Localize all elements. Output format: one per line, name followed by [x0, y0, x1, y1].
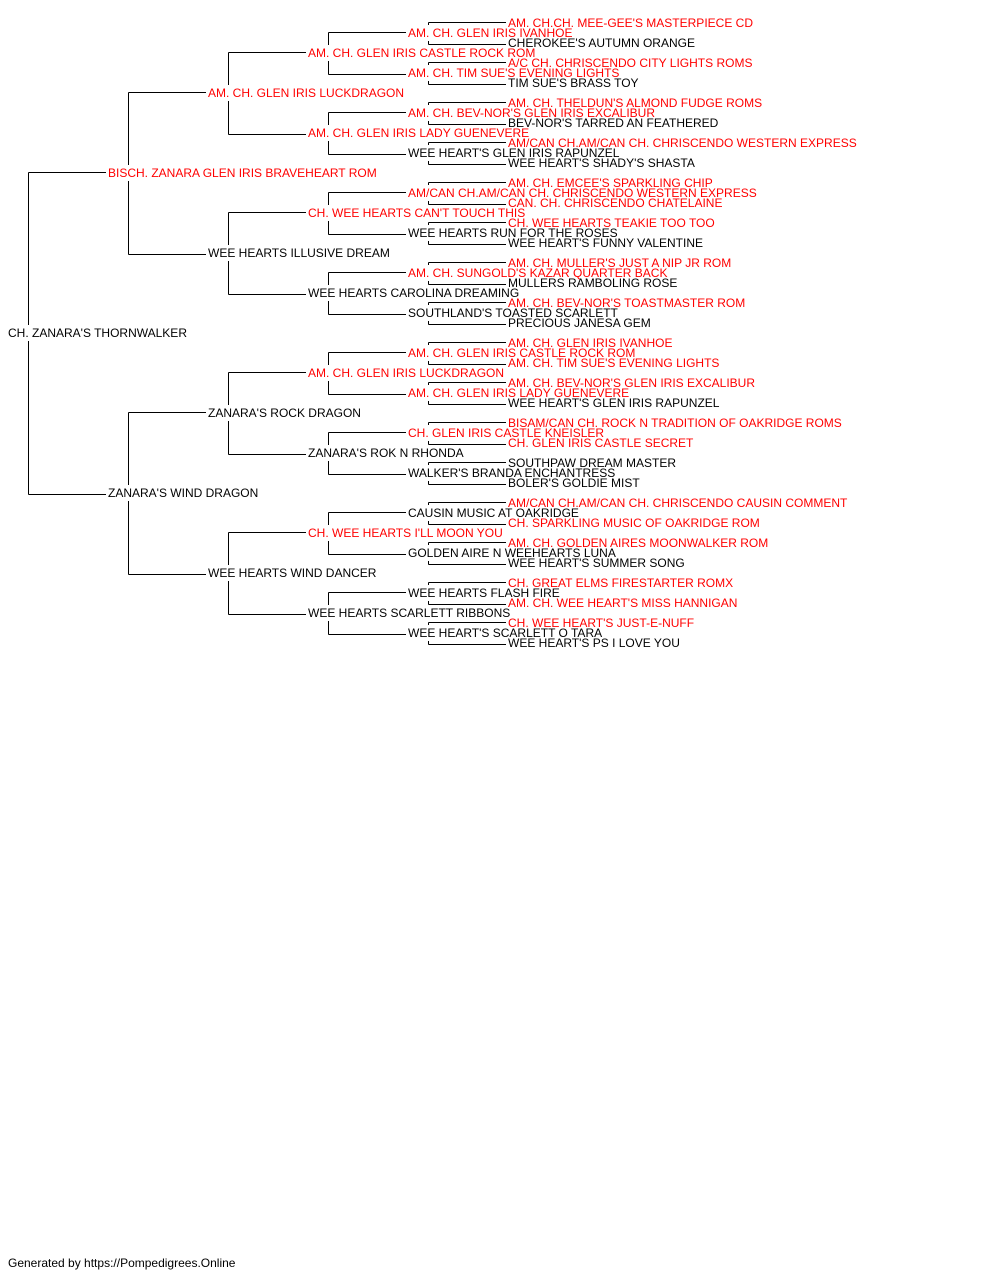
dog-name-gen-1: BISCH. ZANARA GLEN IRIS BRAVEHEART ROM: [108, 166, 377, 180]
dog-name-gen-5: CH. SPARKLING MUSIC OF OAKRIDGE ROM: [508, 516, 760, 530]
dog-name-gen-2: AM. CH. GLEN IRIS LUCKDRAGON: [208, 86, 404, 100]
dog-name-gen-5: A/C CH. CHRISCENDO CITY LIGHTS ROMS: [508, 56, 752, 70]
dog-name-gen-5: AM/CAN CH.AM/CAN CH. CHRISCENDO CAUSIN C…: [508, 496, 848, 510]
dog-name-gen-3: AM. CH. GLEN IRIS CASTLE ROCK ROM: [308, 46, 535, 60]
dog-name-gen-3: WEE HEARTS SCARLETT RIBBONS: [308, 606, 510, 620]
dog-name-gen-4: AM. CH. SUNGOLD'S KAZAR QUARTER BACK: [408, 266, 667, 280]
dog-name-gen-5: CH. WEE HEART'S JUST-E-NUFF: [508, 616, 694, 630]
dog-name-gen-4: AM. CH. GLEN IRIS LADY GUENEVERE: [408, 386, 629, 400]
dog-name-gen-5: WEE HEART'S GLEN IRIS RAPUNZEL: [508, 396, 720, 410]
dog-name-gen-5: SOUTHPAW DREAM MASTER: [508, 456, 676, 470]
dog-name-gen-2: WEE HEARTS ILLUSIVE DREAM: [208, 246, 390, 260]
dog-name-gen-5: PRECIOUS JANESA GEM: [508, 316, 651, 330]
dog-name-gen-0: CH. ZANARA'S THORNWALKER: [8, 326, 187, 340]
dog-name-gen-5: TIM SUE'S BRASS TOY: [508, 76, 639, 90]
dog-name-gen-4: AM. CH. GLEN IRIS CASTLE ROCK ROM: [408, 346, 635, 360]
dog-name-gen-4: WEE HEART'S GLEN IRIS RAPUNZEL: [408, 146, 620, 160]
dog-name-gen-3: AM. CH. GLEN IRIS LUCKDRAGON: [308, 366, 504, 380]
dog-name-gen-5: CH. WEE HEARTS TEAKIE TOO TOO: [508, 216, 715, 230]
dog-name-gen-5: AM/CAN CH.AM/CAN CH. CHRISCENDO WESTERN …: [508, 136, 857, 150]
dog-name-gen-5: BOLER'S GOLDIE MIST: [508, 476, 640, 490]
dog-name-gen-4: AM. CH. GLEN IRIS IVANHOE: [408, 26, 572, 40]
dog-name-gen-5: WEE HEART'S PS I LOVE YOU: [508, 636, 680, 650]
dog-name-gen-2: WEE HEARTS WIND DANCER: [208, 566, 377, 580]
dog-name-gen-5: AM. CH. THELDUN'S ALMOND FUDGE ROMS: [508, 96, 762, 110]
dog-name-gen-5: AM. CH. BEV-NOR'S TOASTMASTER ROM: [508, 296, 745, 310]
dog-name-gen-4: CAUSIN MUSIC AT OAKRIDGE: [408, 506, 579, 520]
dog-name-gen-5: AM. CH. WEE HEART'S MISS HANNIGAN: [508, 596, 737, 610]
dog-name-gen-5: BISAM/CAN CH. ROCK N TRADITION OF OAKRID…: [508, 416, 842, 430]
dog-name-gen-5: CH. GLEN IRIS CASTLE SECRET: [508, 436, 694, 450]
dog-name-gen-5: AM. CH. TIM SUE'S EVENING LIGHTS: [508, 356, 719, 370]
dog-name-gen-4: WEE HEARTS RUN FOR THE ROSES: [408, 226, 618, 240]
dog-name-gen-3: AM. CH. GLEN IRIS LADY GUENEVERE: [308, 126, 529, 140]
dog-name-gen-4: WALKER'S BRANDA ENCHANTRESS: [408, 466, 615, 480]
dog-name-gen-5: AM. CH. GOLDEN AIRES MOONWALKER ROM: [508, 536, 768, 550]
dog-name-gen-4: AM. CH. TIM SUE'S EVENING LIGHTS: [408, 66, 619, 80]
dog-name-gen-5: AM. CH. EMCEE'S SPARKLING CHIP: [508, 176, 713, 190]
dog-name-gen-3: CH. WEE HEARTS CAN'T TOUCH THIS: [308, 206, 525, 220]
dog-name-gen-3: CH. WEE HEARTS I'LL MOON YOU: [308, 526, 503, 540]
dog-name-gen-4: AM/CAN CH.AM/CAN CH. CHRISCENDO WESTERN …: [408, 186, 757, 200]
dog-name-gen-5: AM. CH. GLEN IRIS IVANHOE: [508, 336, 672, 350]
dog-name-gen-5: BEV-NOR'S TARRED AN FEATHERED: [508, 116, 719, 130]
dog-name-gen-5: CAN. CH. CHRISCENDO CHATELAINE: [508, 196, 722, 210]
dog-name-gen-5: WEE HEART'S FUNNY VALENTINE: [508, 236, 703, 250]
dog-name-gen-5: MULLERS RAMBOLING ROSE: [508, 276, 677, 290]
dog-name-gen-3: WEE HEARTS CAROLINA DREAMING: [308, 286, 519, 300]
dog-name-gen-5: WEE HEART'S SHADY'S SHASTA: [508, 156, 695, 170]
dog-name-gen-4: CH. GLEN IRIS CASTLE KNEISLER: [408, 426, 604, 440]
dog-name-gen-4: GOLDEN AIRE N WEEHEARTS LUNA: [408, 546, 616, 560]
dog-name-gen-1: ZANARA'S WIND DRAGON: [108, 486, 258, 500]
dog-name-gen-4: SOUTHLAND'S TOASTED SCARLETT: [408, 306, 619, 320]
dog-name-gen-4: AM. CH. BEV-NOR'S GLEN IRIS EXCALIBUR: [408, 106, 655, 120]
dog-name-gen-5: AM. CH. BEV-NOR'S GLEN IRIS EXCALIBUR: [508, 376, 755, 390]
dog-name-gen-5: WEE HEART'S SUMMER SONG: [508, 556, 685, 570]
dog-name-gen-5: CHEROKEE'S AUTUMN ORANGE: [508, 36, 695, 50]
dog-name-gen-4: WEE HEART'S SCARLETT O TARA: [408, 626, 602, 640]
dog-name-gen-5: CH. GREAT ELMS FIRESTARTER ROMX: [508, 576, 733, 590]
dog-name-gen-3: ZANARA'S ROK N RHONDA: [308, 446, 464, 460]
dog-name-gen-5: AM. CH.CH. MEE-GEE'S MASTERPIECE CD: [508, 16, 753, 30]
dog-name-gen-2: ZANARA'S ROCK DRAGON: [208, 406, 361, 420]
dog-name-gen-4: WEE HEARTS FLASH FIRE: [408, 586, 560, 600]
footer-credit: Generated by https://Pompedigrees.Online: [8, 1256, 236, 1270]
dog-name-gen-5: AM. CH. MULLER'S JUST A NIP JR ROM: [508, 256, 731, 270]
